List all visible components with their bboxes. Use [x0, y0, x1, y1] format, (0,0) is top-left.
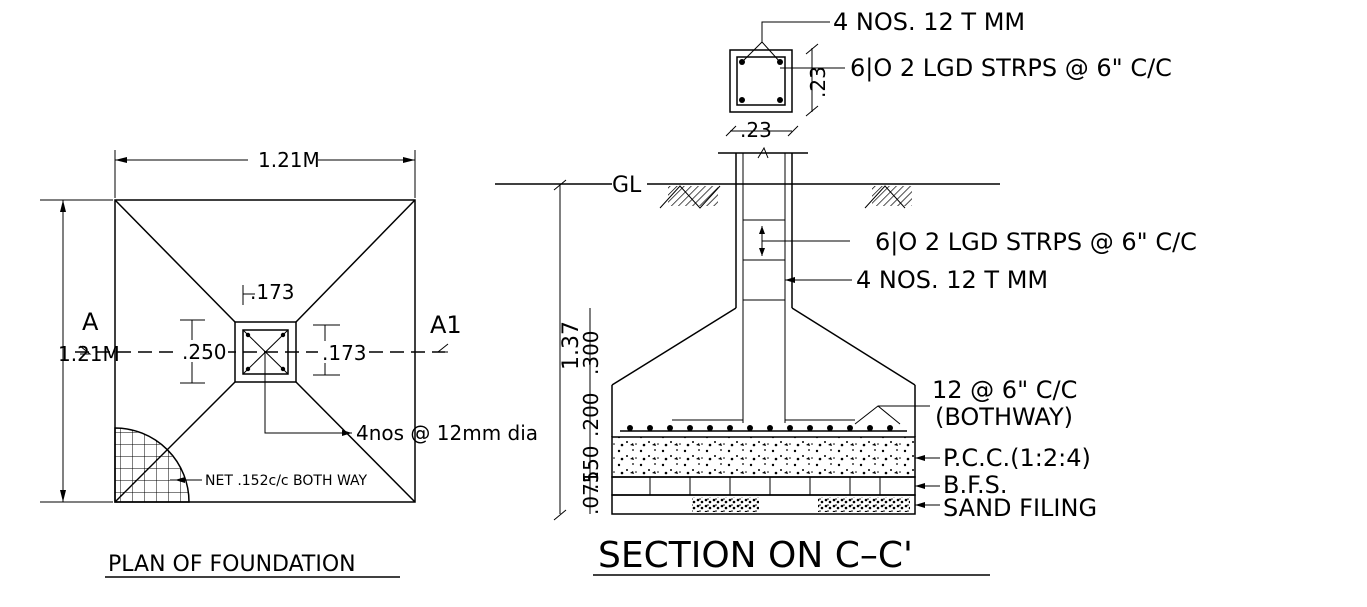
mesh-note: NET .152c/c BOTH WAY [205, 473, 368, 489]
plan-title: PLAN OF FOUNDATION [108, 552, 356, 577]
bfs-label: B.F.S. [943, 471, 1008, 499]
dim-b: .200 [579, 392, 603, 437]
sand-label: SAND FILING [943, 494, 1097, 522]
column-section-outer [729, 49, 793, 113]
mid-bars: 4 NOS. 12 T MM [856, 266, 1048, 294]
col-dim-top: .173 [250, 280, 295, 304]
pcc-layer [611, 436, 916, 478]
section-view: 4 NOS. 12 T MM 6|O 2 LGD STRPS @ 6" C/C … [495, 8, 1197, 576]
base-bar-dots [627, 425, 893, 431]
section-mark-right: A1 [430, 311, 462, 339]
footing-outline [114, 199, 416, 503]
dim-d: .075 [579, 470, 603, 515]
pcc-label: P.C.C.(1:2:4) [943, 444, 1091, 472]
bfs-layer [611, 476, 916, 496]
dim-c: .150 [579, 445, 603, 490]
footing-slope-left [611, 307, 737, 386]
plan-width-dim: 1.21M [258, 148, 320, 172]
column-section-inner [736, 56, 786, 106]
footing-slope-right [791, 307, 916, 386]
plan-view: 1.21M 1.21M A A1 .173 .250 .173 4nos @ 1… [40, 148, 538, 578]
section-title: SECTION ON C–C' [598, 535, 913, 576]
col-size-h: .23 [740, 118, 772, 142]
base-bars-bothway: (BOTHWAY) [935, 403, 1073, 431]
col-dim-right: .173 [322, 341, 367, 365]
depth-dim: 1.37 [559, 321, 584, 370]
section-mark-left: A [82, 308, 99, 336]
dim-a: .300 [579, 330, 603, 375]
bar-note: 4nos @ 12mm dia [356, 421, 538, 445]
col-top-bars: 4 NOS. 12 T MM [833, 8, 1025, 36]
base-bars-spec: 12 @ 6" C/C [932, 376, 1077, 404]
mesh-detail [114, 427, 190, 503]
col-size-v: .23 [806, 66, 830, 98]
mid-stirrups: 6|O 2 LGD STRPS @ 6" C/C [875, 228, 1197, 256]
ground-label: GL [612, 173, 642, 198]
col-top-stirrups: 6|O 2 LGD STRPS @ 6" C/C [850, 54, 1172, 82]
col-dim-left: .250 [182, 340, 227, 364]
